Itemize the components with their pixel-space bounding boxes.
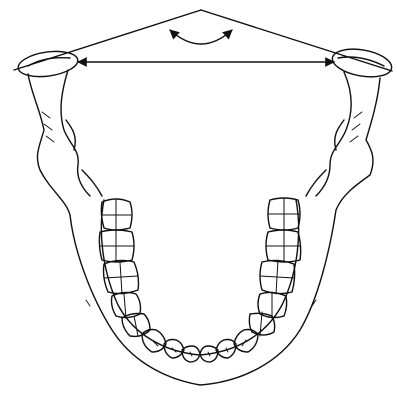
left-ramus-ridge xyxy=(82,170,102,196)
left-condyle xyxy=(17,48,80,80)
left-condyle-detail xyxy=(28,58,70,66)
left-lateral-incisor xyxy=(164,340,184,359)
right-condyle xyxy=(330,45,394,81)
angle-arc-arrow xyxy=(170,30,232,44)
right-coronoid-detail xyxy=(335,120,344,150)
angle-line-left xyxy=(14,10,201,70)
anterior-teeth xyxy=(142,330,258,363)
ramus-shading xyxy=(42,112,362,306)
left-ramus-inner xyxy=(61,70,90,196)
mandible-outer-outline xyxy=(28,74,380,385)
left-teeth xyxy=(99,199,150,336)
left-coronoid-detail xyxy=(66,120,75,150)
right-ramus-ridge xyxy=(306,170,326,196)
right-ramus-inner xyxy=(316,72,351,196)
